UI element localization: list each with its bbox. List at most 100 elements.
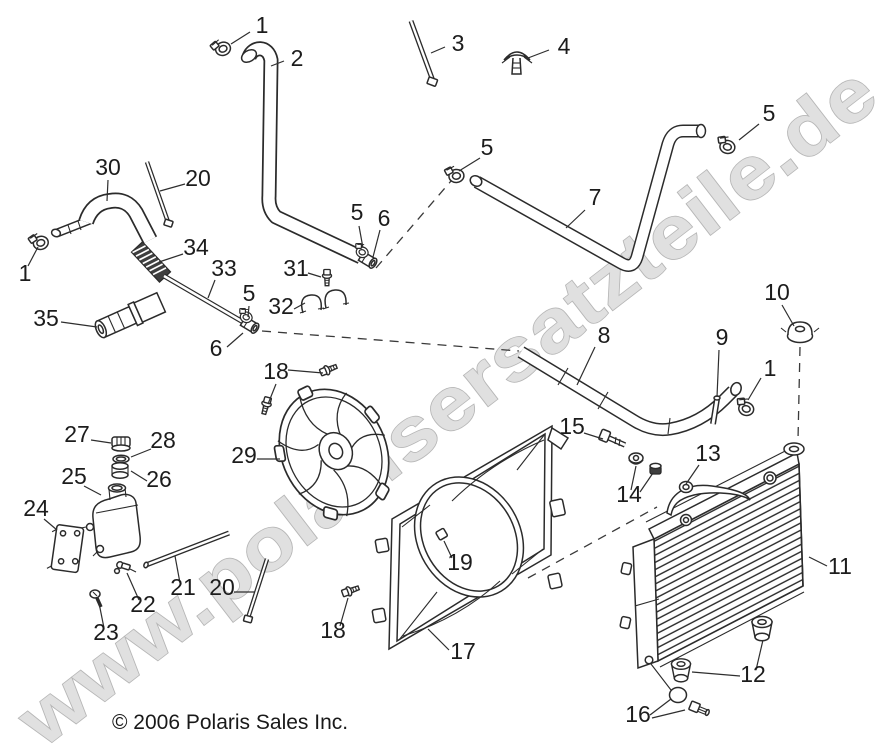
callout-label-29: 29 <box>231 442 257 468</box>
leader-line <box>372 229 381 258</box>
callout-label-1: 1 <box>256 12 269 38</box>
shroud-bolt <box>598 428 627 448</box>
callout-label-28: 28 <box>150 427 176 453</box>
callout-label-11: 11 <box>828 553 852 579</box>
callout-label-18: 18 <box>320 617 346 643</box>
mount-bushing <box>751 615 773 642</box>
cooling-fan <box>253 363 414 535</box>
clamp-screw-icon <box>321 268 333 287</box>
shroud-seal-clip <box>435 527 449 541</box>
bottle-hose <box>143 530 230 569</box>
callout-label-25: 25 <box>61 463 87 489</box>
callout-label-4: 4 <box>558 33 571 59</box>
callout-label-9: 9 <box>716 324 729 350</box>
callout-label-7: 7 <box>589 184 602 210</box>
callout-label-10: 10 <box>764 279 790 305</box>
callout-label-13: 13 <box>695 440 721 466</box>
well-nut-pair <box>628 452 662 475</box>
radiator <box>619 442 805 670</box>
callout-label-1: 1 <box>19 260 32 286</box>
leader-line <box>565 209 586 229</box>
leader-line <box>458 157 481 172</box>
leader-line <box>358 225 364 249</box>
mount-screw-icon <box>340 582 361 599</box>
callout-label-14: 14 <box>616 481 642 507</box>
molded-hose <box>50 192 158 244</box>
mount-screw-icon <box>258 395 274 416</box>
callout-label-3: 3 <box>452 30 465 56</box>
leader-line <box>639 472 654 493</box>
leader-line <box>649 698 672 716</box>
callout-label-17: 17 <box>450 638 476 664</box>
radiator-cap <box>780 321 820 344</box>
leader-line <box>808 556 828 567</box>
tie-rod-upper <box>144 161 174 228</box>
callout-label-26: 26 <box>146 466 172 492</box>
callout-label-5: 5 <box>763 100 776 126</box>
assembly-dash-line <box>527 506 658 579</box>
tie-rod-lower <box>242 558 270 624</box>
callout-label-20: 20 <box>185 165 211 191</box>
leader-line <box>159 183 186 192</box>
callout-label-5: 5 <box>243 280 256 306</box>
callout-label-1: 1 <box>764 355 777 381</box>
callout-label-27: 27 <box>64 421 90 447</box>
leader-line <box>90 439 112 444</box>
coolant-pipe <box>162 273 245 325</box>
long-bolt <box>408 20 439 87</box>
leader-line <box>83 485 102 496</box>
leader-line <box>130 470 148 482</box>
assembly-dash-line <box>261 330 520 352</box>
callout-label-2: 2 <box>291 45 304 71</box>
leader-line <box>755 639 764 671</box>
leader-line <box>430 46 446 54</box>
leader-line <box>293 302 306 310</box>
callout-label-16: 16 <box>625 701 651 727</box>
leader-line <box>738 123 760 141</box>
leader-line <box>527 49 550 59</box>
callout-label-5: 5 <box>481 134 494 160</box>
callout-label-32: 32 <box>268 293 294 319</box>
leader-line <box>230 31 251 45</box>
drain-seal-and-plug <box>650 663 710 717</box>
flange-nut <box>678 480 694 494</box>
callout-label-5: 5 <box>351 199 364 225</box>
leader-line <box>427 628 450 651</box>
leader-line <box>781 304 795 327</box>
callout-label-34: 34 <box>183 234 209 260</box>
leader-line <box>267 383 277 405</box>
leader-line <box>716 349 720 398</box>
pipe-half-clamps <box>299 289 350 314</box>
leader-line <box>747 377 762 401</box>
leader-line <box>98 602 105 629</box>
callout-label-6: 6 <box>210 335 223 361</box>
callout-label-33: 33 <box>211 255 237 281</box>
assembly-dash-line <box>375 180 452 269</box>
leader-line <box>270 60 285 67</box>
leader-line <box>651 709 686 719</box>
leader-line <box>174 555 181 584</box>
callout-label-19: 19 <box>447 549 473 575</box>
vent-valve <box>113 561 137 575</box>
push-rivet <box>501 51 533 75</box>
callout-label-35: 35 <box>33 305 59 331</box>
neck-bushing <box>111 462 129 479</box>
leader-line <box>207 279 216 299</box>
cap-seal-ring <box>112 454 130 464</box>
leader-line <box>126 572 140 601</box>
callout-label-24: 24 <box>23 495 49 521</box>
callout-label-22: 22 <box>130 591 156 617</box>
leader-line <box>247 305 250 318</box>
bottle-cap <box>111 436 131 452</box>
callout-label-18: 18 <box>263 358 289 384</box>
callout-label-15: 15 <box>559 413 585 439</box>
hose-clamp-icon <box>732 395 757 418</box>
leader-line <box>630 465 637 491</box>
leader-line <box>339 597 349 627</box>
hose-clamp-icon <box>26 230 51 253</box>
leader-line <box>226 332 244 348</box>
leader-line <box>60 321 98 328</box>
